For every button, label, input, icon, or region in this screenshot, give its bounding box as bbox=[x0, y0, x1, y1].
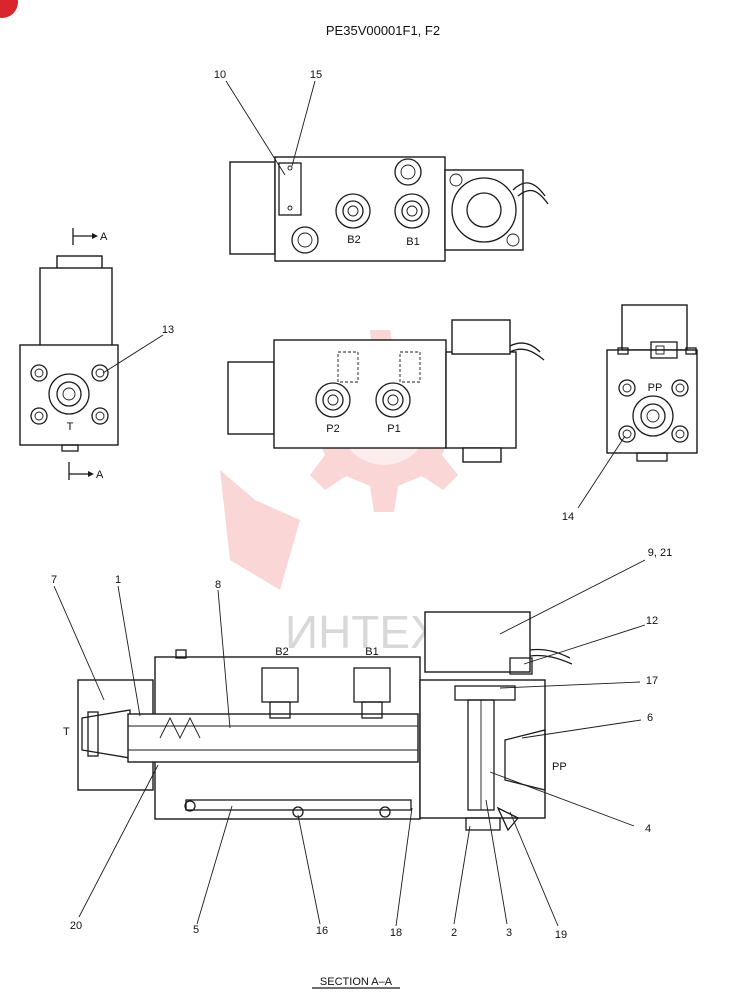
callout-2: 2 bbox=[451, 927, 457, 939]
section-marker-a-bottom: A bbox=[96, 469, 104, 481]
callout-10: 10 bbox=[214, 69, 226, 81]
callout-15: 15 bbox=[310, 69, 322, 81]
callout-14: 14 bbox=[562, 511, 574, 523]
callout-4: 4 bbox=[645, 823, 651, 835]
section-caption: SECTION A–A bbox=[320, 976, 393, 988]
right-end-view bbox=[577, 304, 698, 509]
port-label-p1: P1 bbox=[387, 423, 400, 435]
port-label-b1-top: B1 bbox=[406, 236, 419, 248]
port-label-t-end: T bbox=[67, 421, 74, 433]
corner-badge bbox=[0, 0, 18, 18]
port-label-t-section: T bbox=[63, 726, 70, 738]
port-label-b2-section: B2 bbox=[275, 646, 288, 658]
callout-17: 17 bbox=[646, 675, 658, 687]
port-label-b2-top: B2 bbox=[347, 234, 360, 246]
section-leader-lines bbox=[53, 559, 646, 927]
callout-5: 5 bbox=[193, 924, 199, 936]
port-label-p2: P2 bbox=[326, 423, 339, 435]
callout-7: 7 bbox=[51, 574, 57, 586]
callout-6: 6 bbox=[647, 712, 653, 724]
port-label-pp-section: PP bbox=[552, 761, 567, 773]
left-end-view bbox=[19, 228, 164, 480]
callout-13: 13 bbox=[162, 324, 174, 336]
callout-16: 16 bbox=[316, 925, 328, 937]
section-marker-a-top: A bbox=[100, 231, 108, 243]
top-view: B2 B1 bbox=[225, 80, 549, 262]
watermark-text: ИНТЕХ bbox=[285, 606, 441, 658]
callout-1: 1 bbox=[115, 574, 121, 586]
drawing-title: PE35V00001F1, F2 bbox=[326, 23, 440, 38]
front-view bbox=[227, 319, 545, 463]
section-a-a bbox=[77, 611, 573, 832]
callout-8: 8 bbox=[215, 579, 221, 591]
port-label-b1-section: B1 bbox=[365, 646, 378, 658]
port-label-pp-end: PP bbox=[648, 382, 663, 394]
callout-20: 20 bbox=[70, 920, 82, 932]
callout-9-21: 9, 21 bbox=[648, 547, 672, 559]
callout-18: 18 bbox=[390, 927, 402, 939]
callout-19: 19 bbox=[555, 929, 567, 941]
callout-12: 12 bbox=[646, 615, 658, 627]
callout-3: 3 bbox=[506, 927, 512, 939]
